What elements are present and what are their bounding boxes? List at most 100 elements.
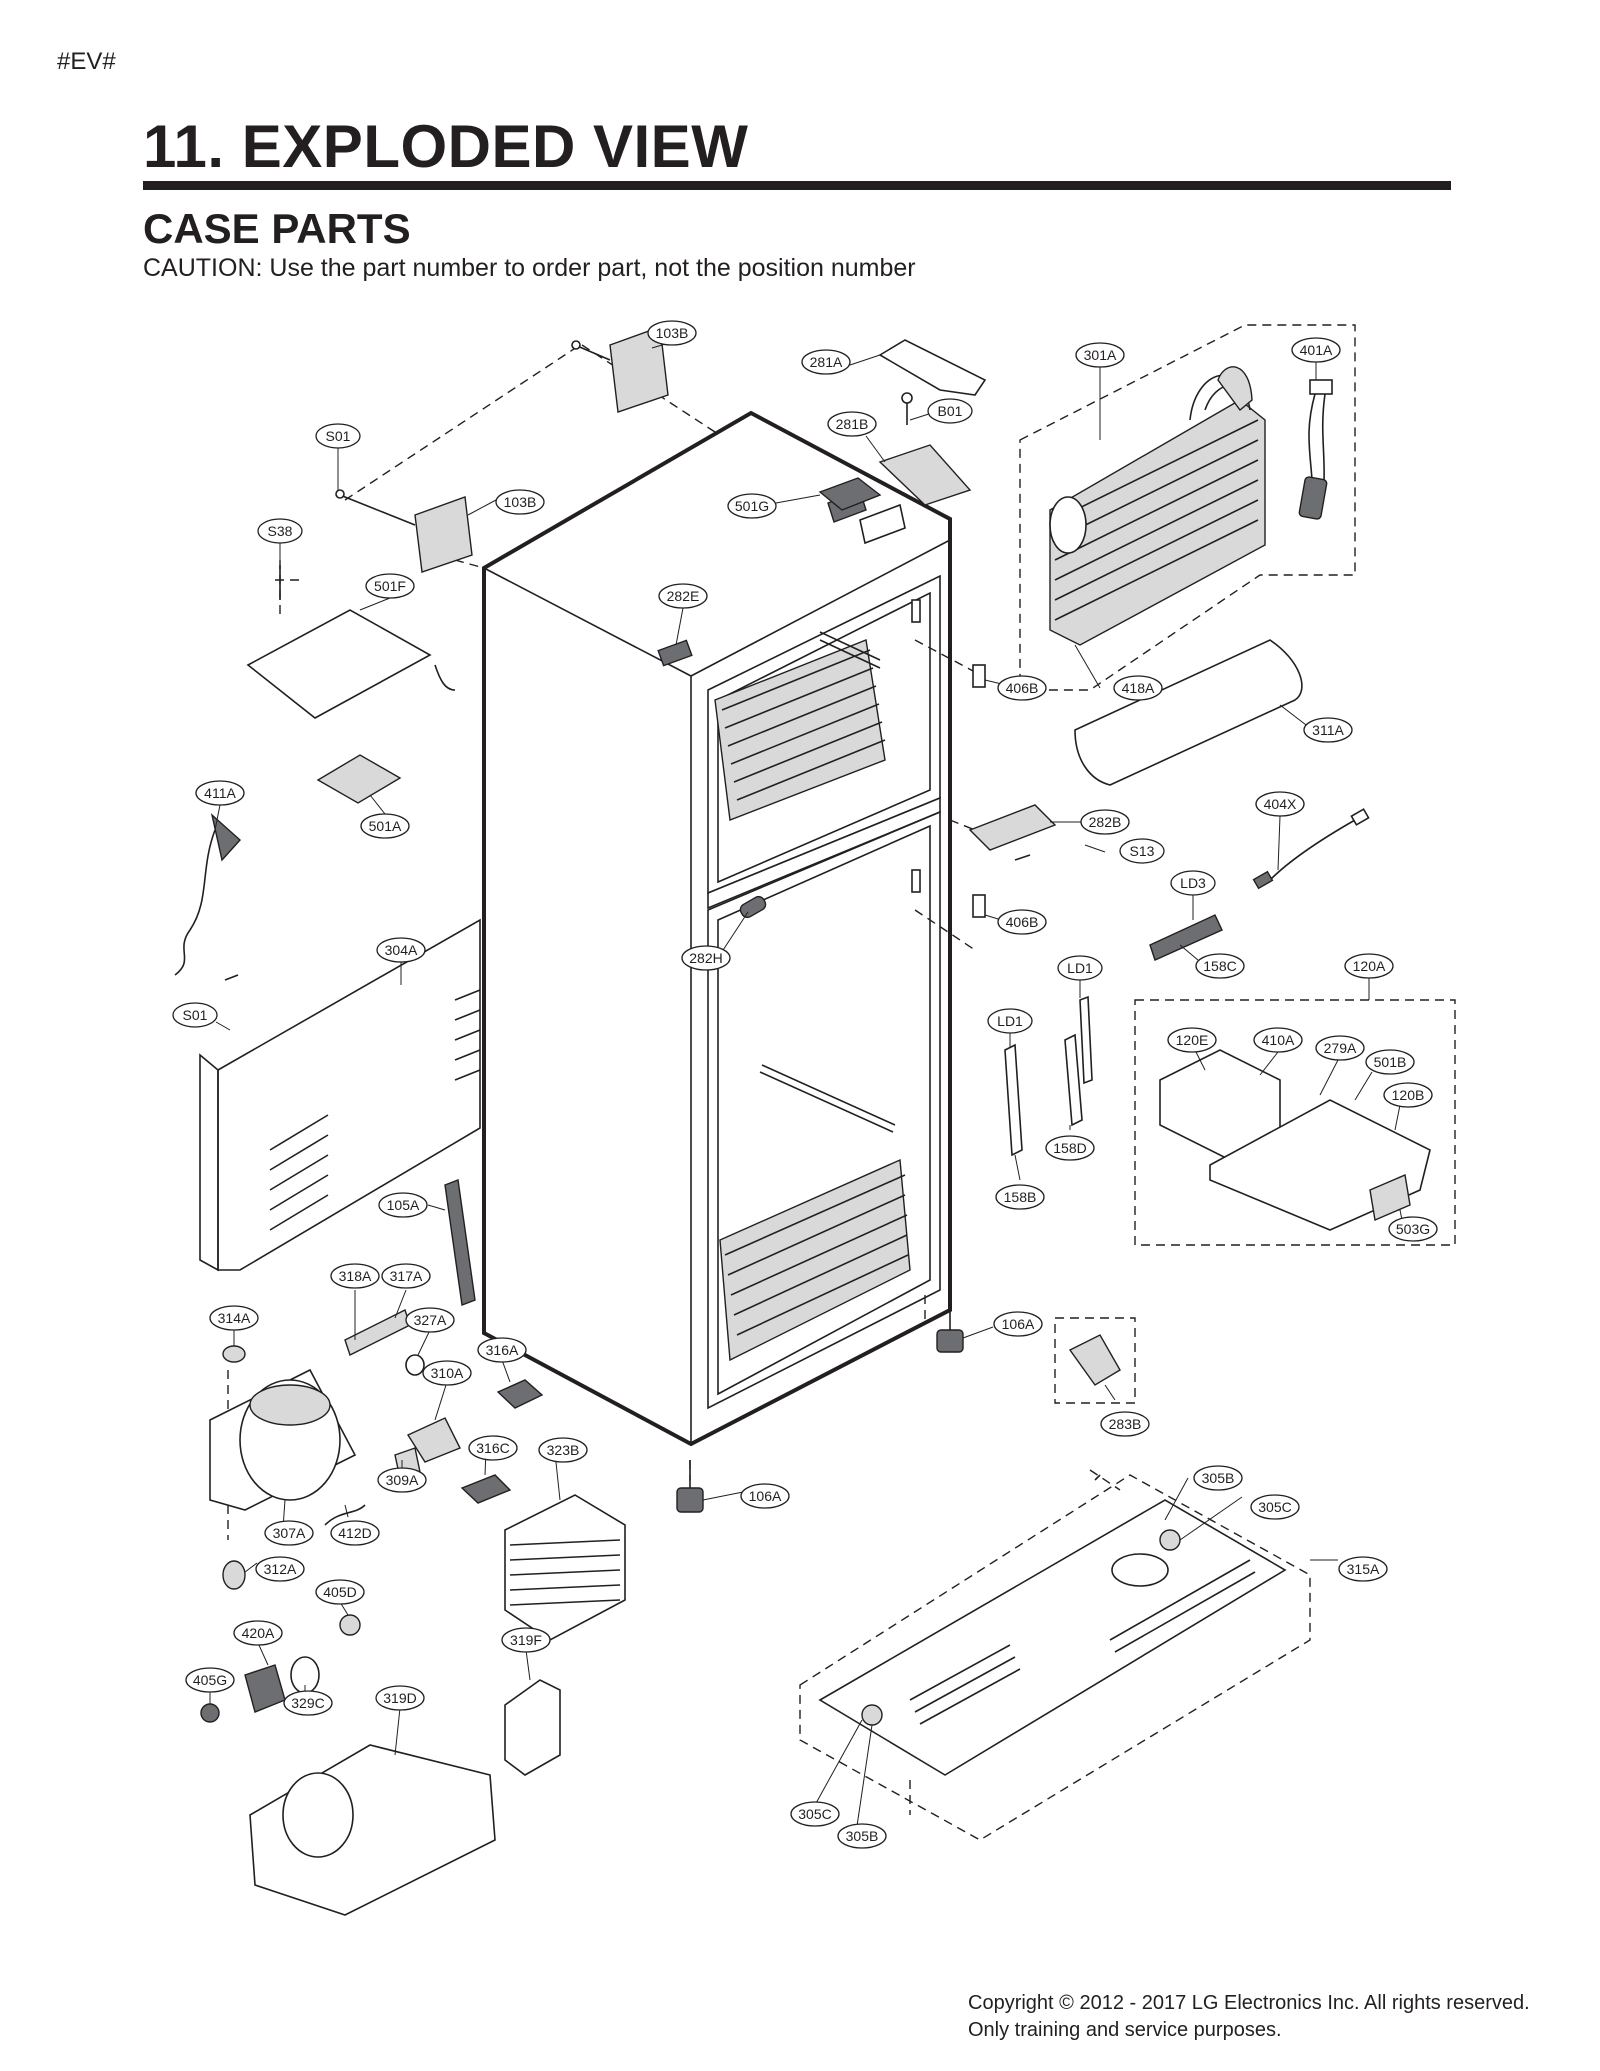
svg-text:329C: 329C <box>291 1695 324 1711</box>
svg-text:304A: 304A <box>385 942 418 958</box>
callout-503g: 503G <box>1388 1216 1438 1242</box>
svg-text:282H: 282H <box>689 950 722 966</box>
svg-text:501A: 501A <box>369 818 402 834</box>
condenser <box>504 1494 626 1641</box>
callout-323b: 323B <box>538 1437 588 1463</box>
drier <box>444 1179 476 1306</box>
svg-text:158B: 158B <box>1004 1189 1037 1205</box>
callout-120b: 120B <box>1383 1082 1433 1108</box>
part-501g-shape <box>818 477 882 511</box>
svg-text:405G: 405G <box>193 1672 227 1688</box>
middle-hinge <box>968 804 1057 851</box>
bracket-103b-top <box>609 326 669 413</box>
svg-text:305C: 305C <box>798 1806 831 1822</box>
bracket-103b-mid <box>414 496 473 573</box>
callout-ld1-b: LD1 <box>987 1008 1033 1034</box>
copyright-line-2: Only training and service purposes. <box>968 2019 1282 2041</box>
callout-405g: 405G <box>185 1667 235 1693</box>
callout-501g: 501G <box>727 493 777 519</box>
svg-text:LD3: LD3 <box>1180 875 1206 891</box>
callouts: 103B 281A 301A 401A B01 281B S01 103B 50… <box>172 320 1438 1849</box>
callout-316c: 316C <box>468 1435 518 1461</box>
callout-282h: 282H <box>681 945 731 971</box>
svg-text:318A: 318A <box>339 1268 372 1284</box>
svg-text:LD1: LD1 <box>997 1013 1023 1029</box>
svg-text:279A: 279A <box>1324 1040 1357 1056</box>
svg-text:327A: 327A <box>414 1312 447 1328</box>
svg-text:410A: 410A <box>1262 1032 1295 1048</box>
svg-text:106A: 106A <box>749 1488 782 1504</box>
callout-309a: 309A <box>377 1467 427 1493</box>
callout-s01-mid: S01 <box>172 1002 218 1028</box>
svg-text:301A: 301A <box>1084 347 1117 363</box>
hinge-cover <box>878 339 987 396</box>
svg-text:120E: 120E <box>1176 1032 1209 1048</box>
callout-406b-mid: 406B <box>997 909 1047 935</box>
fan-assembly <box>200 1614 561 1916</box>
svg-text:501F: 501F <box>374 578 406 594</box>
svg-text:120A: 120A <box>1353 958 1386 974</box>
svg-text:120B: 120B <box>1392 1087 1425 1103</box>
pcb-501a <box>316 754 402 804</box>
callout-318a: 318A <box>330 1263 380 1289</box>
power-cord <box>174 829 216 976</box>
callout-ld3: LD3 <box>1170 870 1216 896</box>
svg-text:S38: S38 <box>268 523 293 539</box>
callout-501b: 501B <box>1365 1049 1415 1075</box>
svg-text:B01: B01 <box>938 403 963 419</box>
svg-text:406B: 406B <box>1006 680 1039 696</box>
svg-text:310A: 310A <box>431 1365 464 1381</box>
svg-text:105A: 105A <box>387 1197 420 1213</box>
part-310a <box>406 1417 461 1463</box>
svg-text:412D: 412D <box>338 1525 371 1541</box>
svg-text:309A: 309A <box>386 1472 419 1488</box>
caution-note: CAUTION: Use the part number to order pa… <box>143 254 916 282</box>
callout-305b-top: 305B <box>1193 1465 1243 1491</box>
callout-158d: 158D <box>1045 1135 1095 1161</box>
callout-420a: 420A <box>233 1620 283 1646</box>
callout-106a-right: 106A <box>993 1311 1043 1337</box>
callout-410a: 410A <box>1253 1027 1303 1053</box>
leveling-feet <box>676 1300 964 1513</box>
copyright-notice: Copyright © 2012 - 2017 LG Electronics I… <box>968 1990 1530 2044</box>
svg-text:305C: 305C <box>1258 1499 1291 1515</box>
callout-158b: 158B <box>995 1184 1045 1210</box>
callout-406b-top: 406B <box>997 675 1047 701</box>
document-tag: #EV# <box>57 48 116 75</box>
callout-404x: 404X <box>1255 791 1305 817</box>
title-rule <box>143 181 1451 190</box>
section-title: CASE PARTS <box>143 205 411 252</box>
base-plate <box>799 1474 1311 1841</box>
pcb-cover <box>246 609 432 719</box>
callout-120e: 120E <box>1167 1027 1217 1053</box>
callout-329c: 329C <box>283 1690 333 1716</box>
svg-text:LD1: LD1 <box>1067 960 1093 976</box>
callout-307a: 307A <box>264 1520 314 1546</box>
callout-281b: 281B <box>827 411 877 437</box>
callout-279a: 279A <box>1315 1035 1365 1061</box>
svg-text:319F: 319F <box>510 1632 542 1648</box>
callout-418a: 418A <box>1113 675 1163 701</box>
callout-120a: 120A <box>1344 953 1394 979</box>
callout-ld1-a: LD1 <box>1057 955 1103 981</box>
lamp-ld3 <box>1149 914 1223 961</box>
callout-s13: S13 <box>1119 838 1165 864</box>
svg-text:411A: 411A <box>204 785 236 801</box>
svg-text:418A: 418A <box>1122 680 1155 696</box>
svg-text:281B: 281B <box>836 416 869 432</box>
page-title: 11. EXPLODED VIEW <box>143 113 749 180</box>
top-hinge <box>878 444 972 506</box>
svg-text:314A: 314A <box>218 1310 251 1326</box>
callout-314a: 314A <box>209 1305 259 1331</box>
callout-s38: S38 <box>257 518 303 544</box>
cabinet-drawing <box>482 410 952 1447</box>
back-cover <box>217 918 481 1271</box>
callout-315a: 315A <box>1338 1556 1388 1582</box>
svg-text:305B: 305B <box>1202 1470 1235 1486</box>
svg-text:S13: S13 <box>1130 843 1155 859</box>
svg-text:282B: 282B <box>1089 814 1122 830</box>
compressor <box>209 1368 357 1511</box>
ice-maker-group <box>1134 999 1456 1246</box>
callout-282b: 282B <box>1080 809 1130 835</box>
